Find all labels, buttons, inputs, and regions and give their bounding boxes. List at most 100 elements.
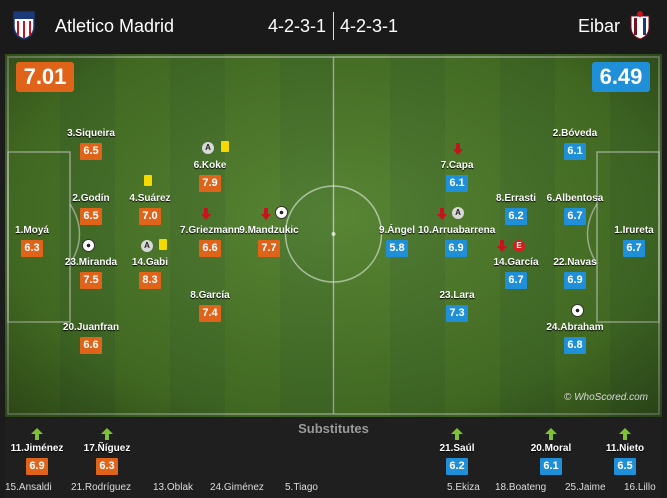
player-home-godin[interactable]: 2.Godín 6.5 [53,192,129,225]
unused-sub-home[interactable]: 24.Giménez [210,482,264,493]
sub-off-arrow-icon [437,208,447,220]
player-rating: 6.7 [564,208,586,225]
player-rating: 6.9 [445,240,467,257]
player-name: 14.Gabi [131,257,169,268]
player-rating: 7.7 [258,240,280,257]
player-name: 20.Moral [530,443,572,454]
assist-icon: A [452,207,464,219]
player-rating: 6.3 [21,240,43,257]
player-home-koke[interactable]: 6.Koke 7.9 [172,159,248,192]
player-away-garcia[interactable]: 14.García 6.7 [478,256,554,289]
unused-sub-away[interactable]: 25.Jaime [565,482,606,493]
player-home-juanfran[interactable]: 20.Juanfran 6.6 [53,321,129,354]
away-team-name[interactable]: Eibar [578,16,621,36]
sub-in-arrow-icon [31,428,43,440]
player-name: 8.Errasti [495,193,537,204]
unused-sub-away[interactable]: 16.Lillo [624,482,656,493]
player-name: 1.Irureta [614,225,654,236]
player-name: 24.Abraham [546,322,604,333]
player-rating: 5.8 [386,240,408,257]
player-away-lara[interactable]: 23.Lara 7.3 [419,289,495,322]
sub-away-moral[interactable]: 20.Moral 6.1 [513,442,589,475]
home-team-name[interactable]: Atletico Madrid [55,16,175,36]
player-name: 17.Ñíguez [83,443,131,454]
player-home-garcia[interactable]: 8.García 7.4 [172,289,248,322]
away-team-rating: 6.49 [592,62,650,92]
player-name: 20.Juanfran [62,322,120,333]
player-rating: 7.4 [199,305,221,322]
player-away-irureta[interactable]: 1.Irureta 6.7 [596,224,662,257]
player-name: 23.Lara [439,290,475,301]
player-name: 3.Siqueira [67,128,115,139]
player-rating: 6.1 [446,175,468,192]
player-rating: 6.5 [80,208,102,225]
player-home-miranda[interactable]: 23.Miranda 7.5 [53,256,129,289]
yellow-card-icon [221,141,229,152]
goal-ball-icon [571,304,584,317]
sub-off-arrow-icon [453,143,463,155]
player-name: 1.Moyá [15,225,49,236]
sub-in-arrow-icon [101,428,113,440]
formation-divider [333,12,334,40]
goal-ball-icon [275,206,288,219]
sub-in-arrow-icon [451,428,463,440]
player-name: 11.Nieto [605,443,645,454]
sub-home-niguez[interactable]: 17.Ñíguez 6.3 [69,442,145,475]
player-rating: 6.7 [505,272,527,289]
player-home-griezmann[interactable]: 7.Griezmann 6.6 [172,224,248,257]
player-away-capa[interactable]: 7.Capa 6.1 [419,159,495,192]
player-name: 4.Suárez [129,193,171,204]
player-rating: 6.9 [26,458,48,475]
player-rating: 6.9 [564,272,586,289]
atletico-crest-icon [13,11,35,40]
player-name: 2.Bóveda [552,128,598,139]
player-name: 9.Mandzukic [239,225,299,236]
player-rating: 6.7 [623,240,645,257]
sub-home-jimenez[interactable]: 11.Jiménez 6.9 [0,442,75,475]
player-away-arruabarrena[interactable]: 10.Arruabarrena 6.9 [418,224,495,257]
player-name: 14.García [493,257,539,268]
unused-sub-home[interactable]: 13.Oblak [153,482,194,493]
sub-off-arrow-icon [201,208,211,220]
assist-icon: A [202,142,214,154]
home-formation: 4-2-3-1 [268,16,327,36]
player-away-errasti[interactable]: 8.Errasti 6.2 [478,192,554,225]
player-name: 6.Albentosa [546,193,604,204]
player-rating: 6.5 [80,143,102,160]
unused-sub-away[interactable]: 18.Boateng [495,482,547,493]
substitutes-title: Substitutes [298,421,369,436]
sub-in-arrow-icon [545,428,557,440]
player-rating: 6.6 [80,337,102,354]
sub-off-arrow-icon [497,240,507,252]
player-away-boveda[interactable]: 2.Bóveda 6.1 [537,127,613,160]
match-header: Atletico Madrid 4-2-3-1 4-2-3-1 Eibar [0,0,667,53]
unused-sub-home[interactable]: 5.Tiago [285,482,318,493]
player-away-albentosa[interactable]: 6.Albentosa 6.7 [537,192,613,225]
watermark: © WhoScored.com [563,392,648,403]
player-home-mandzukic[interactable]: 9.Mandzukic 7.7 [231,224,307,257]
player-rating: 6.1 [564,143,586,160]
player-home-moya[interactable]: 1.Moyá 6.3 [5,224,70,257]
player-rating: 7.3 [446,305,468,322]
player-rating: 6.2 [505,208,527,225]
sub-off-arrow-icon [261,208,271,220]
away-formation: 4-2-3-1 [340,16,399,36]
player-away-abraham[interactable]: 24.Abraham 6.8 [537,321,613,354]
player-rating: 8.3 [139,272,161,289]
player-name: 7.Capa [440,160,474,171]
player-home-gabi[interactable]: 14.Gabi 8.3 [112,256,188,289]
player-name: 7.Griezmann [179,225,241,236]
sub-away-nieto[interactable]: 11.Nieto 6.5 [587,442,663,475]
yellow-card-icon [144,175,152,186]
unused-sub-home[interactable]: 21.Rodríguez [71,482,132,493]
player-home-siqueira[interactable]: 3.Siqueira 6.5 [53,127,129,160]
pitch: 7.01 6.49 1.Moyá 6.3 3.Siqueira 6.5 2.Go… [5,54,662,417]
player-home-suarez[interactable]: 4.Suárez 7.0 [112,192,188,225]
player-away-navas[interactable]: 22.Navas 6.9 [537,256,613,289]
player-away-angel[interactable]: 9.Ángel 5.8 [359,224,435,257]
unused-sub-away[interactable]: 5.Ekiza [447,482,480,493]
assist-icon: A [141,240,153,252]
sub-away-saul[interactable]: 21.Saúl 6.2 [419,442,495,475]
unused-sub-home[interactable]: 15.Ansaldi [5,482,52,493]
sub-in-arrow-icon [619,428,631,440]
